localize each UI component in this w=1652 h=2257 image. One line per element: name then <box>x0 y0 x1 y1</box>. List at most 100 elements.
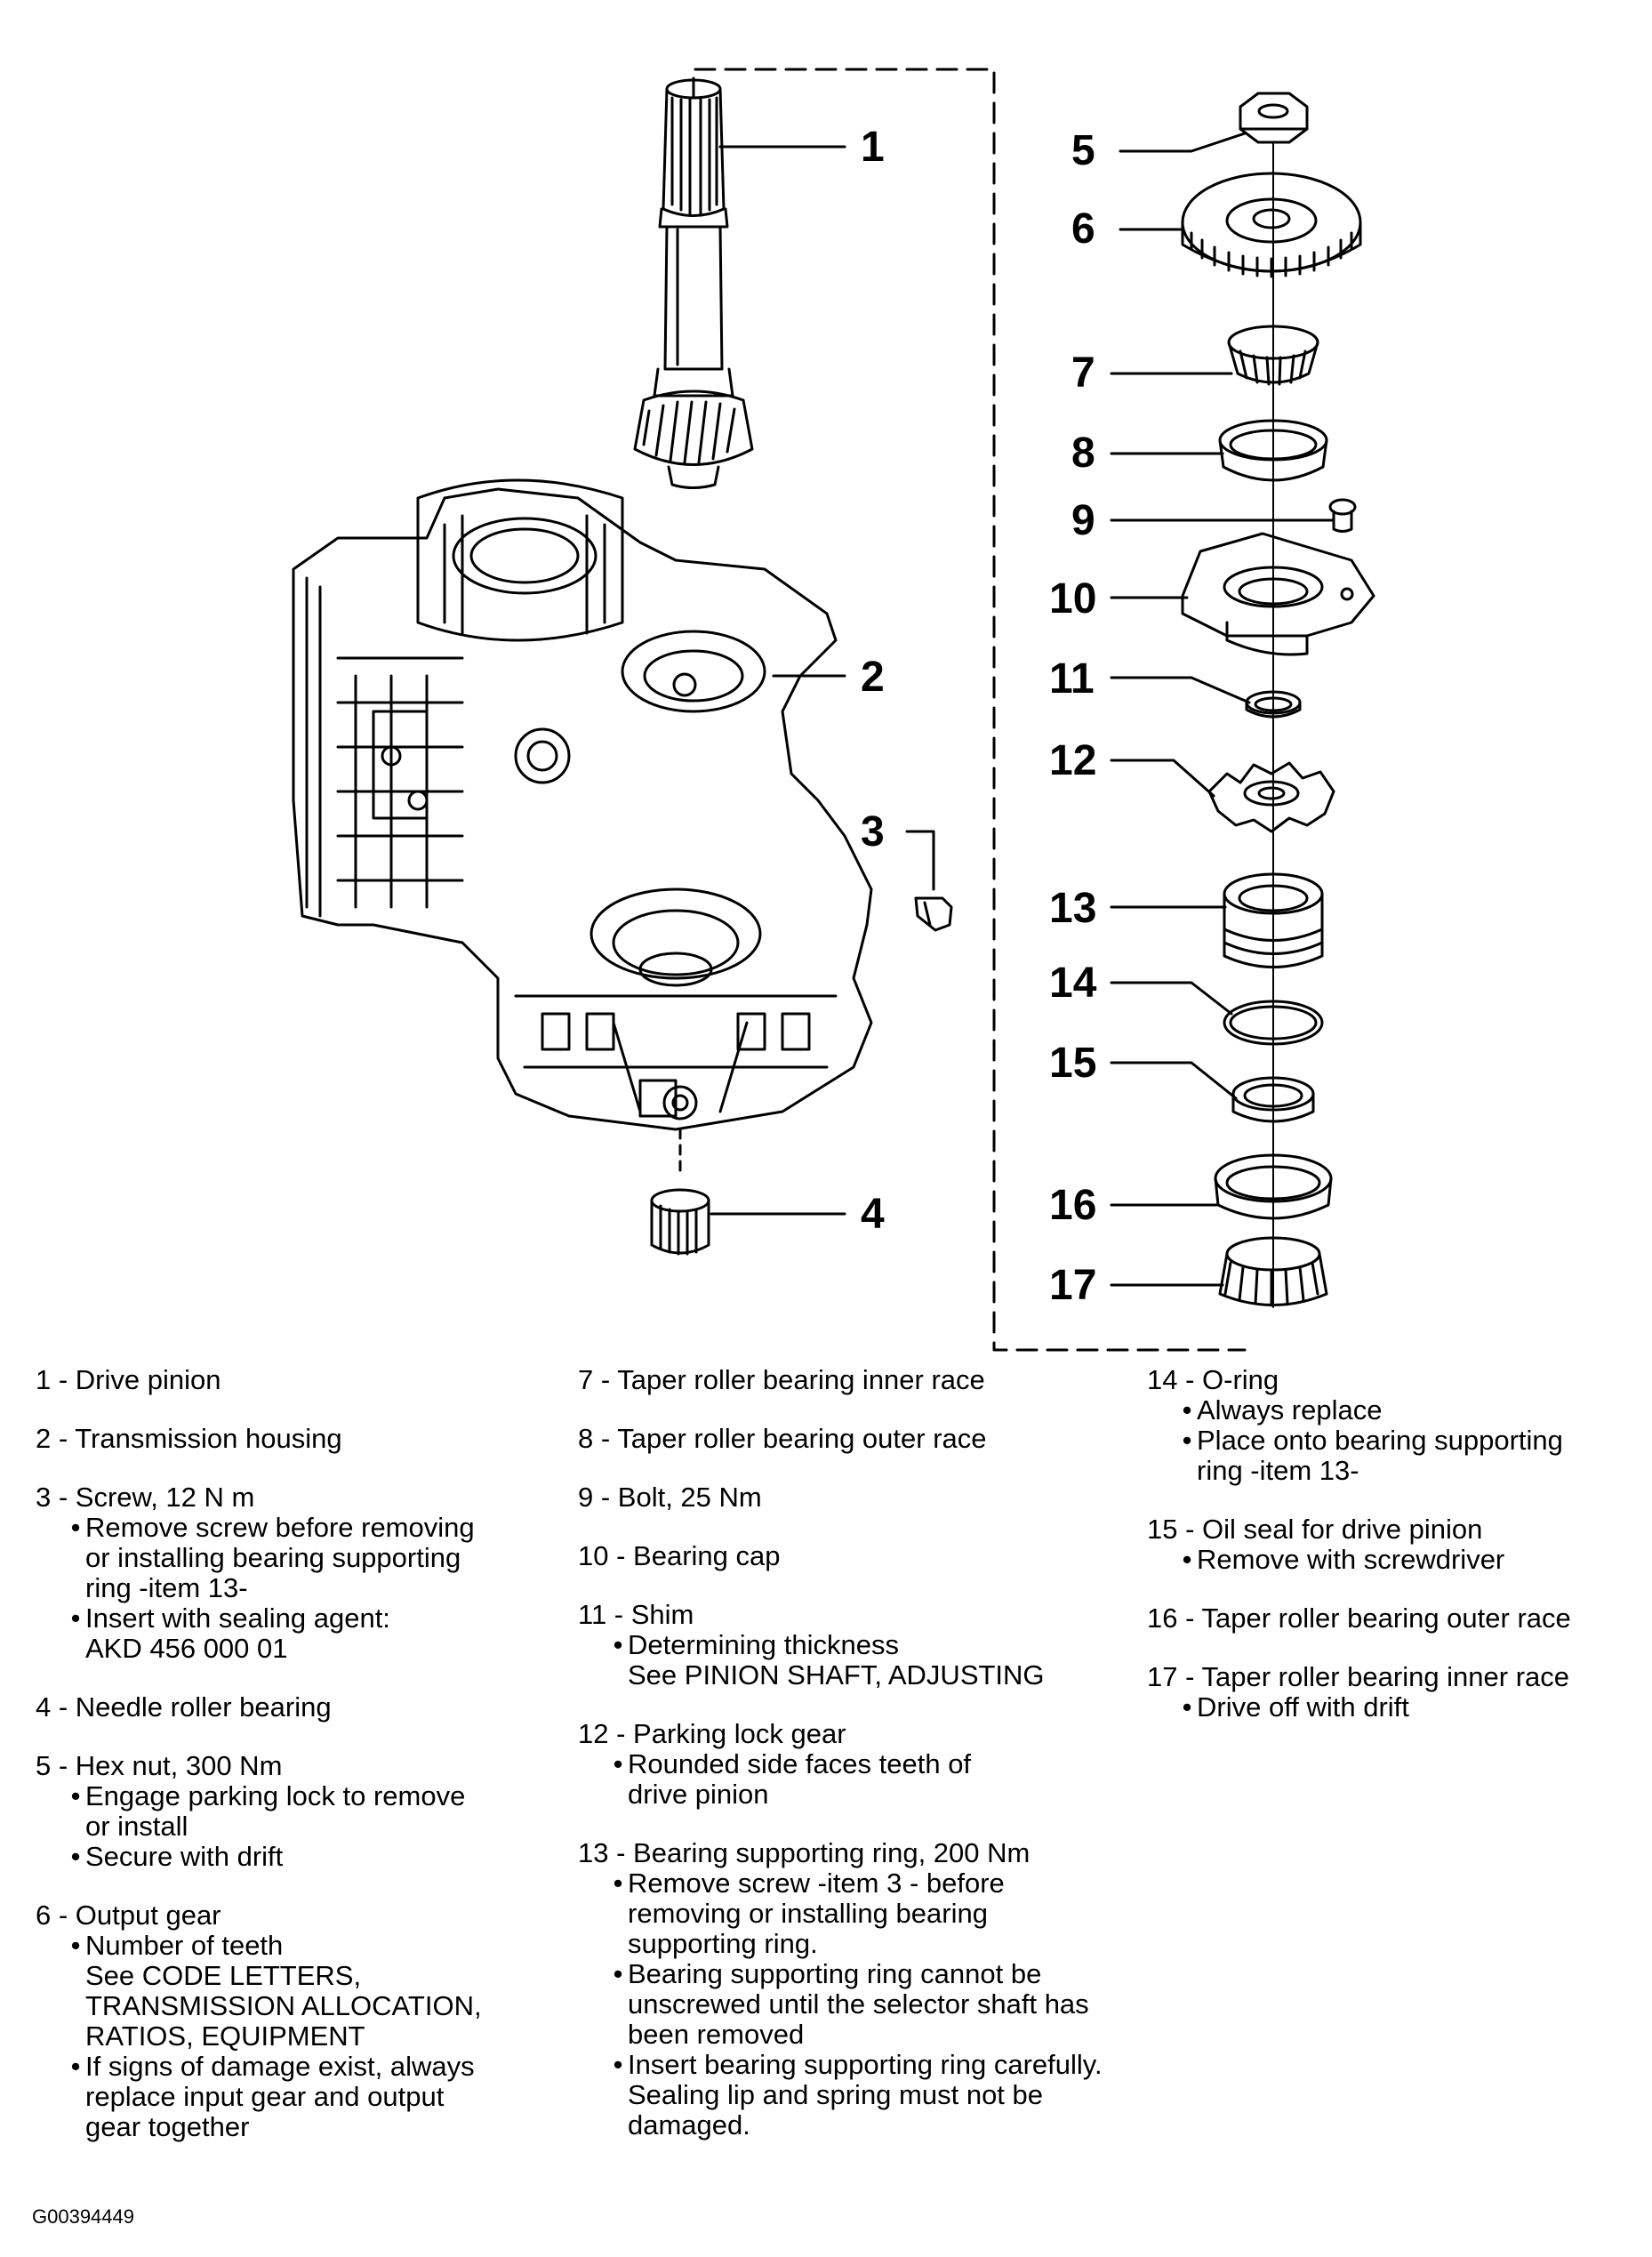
callout-10: 10 <box>1049 575 1097 622</box>
legend-item: 7 - Taper roller bearing inner race <box>578 1365 1103 1395</box>
legend-item-note: •Bearing supporting ring cannot be <box>613 1959 1103 1989</box>
legend-item-title: 17 - Taper roller bearing inner race <box>1147 1661 1570 1692</box>
legend-item-title: 11 - Shim <box>578 1599 694 1630</box>
legend-item: 10 - Bearing cap <box>578 1541 1103 1571</box>
legend-note-text: Remove screw before removing <box>85 1512 475 1543</box>
legend-item-title: 6 - Output gear <box>36 1900 221 1931</box>
bullet-icon: • <box>613 1867 623 1899</box>
legend-item: 17 - Taper roller bearing inner race•Dri… <box>1147 1662 1571 1723</box>
callout-4: 4 <box>861 1191 885 1238</box>
legend-item-note: drive pinion <box>628 1779 1103 1810</box>
callout-13: 13 <box>1049 885 1097 932</box>
bearing-cap-part <box>1181 532 1375 656</box>
legend-item-note: unscrewed until the selector shaft has <box>628 1989 1103 2020</box>
legend-item-note: removing or installing bearing <box>628 1899 1103 1929</box>
legend-item-title: 4 - Needle roller bearing <box>36 1691 332 1723</box>
legend-note-text: See PINION SHAFT, ADJUSTING <box>628 1659 1045 1691</box>
parking-lock-gear-part <box>1207 761 1335 833</box>
bullet-icon: • <box>1182 1394 1192 1426</box>
legend-item-note: damaged. <box>628 2110 1103 2141</box>
legend-item: 16 - Taper roller bearing outer race <box>1147 1603 1571 1634</box>
legend-item-title: 9 - Bolt, 25 Nm <box>578 1482 762 1513</box>
legend-item-title: 14 - O-ring <box>1147 1364 1279 1395</box>
assembly-dashed-line <box>692 68 1247 1352</box>
legend-item-title: 3 - Screw, 12 N m <box>36 1482 255 1513</box>
legend-item-note: See PINION SHAFT, ADJUSTING <box>628 1660 1103 1691</box>
legend-note-text: If signs of damage exist, always <box>85 2051 475 2082</box>
legend-item: 8 - Taper roller bearing outer race <box>578 1424 1103 1454</box>
legend-item: 9 - Bolt, 25 Nm <box>578 1482 1103 1513</box>
legend-note-text: See CODE LETTERS, <box>85 1960 362 1991</box>
figure-id: G00394449 <box>32 2205 134 2228</box>
legend-note-text: Remove screw -item 3 - before <box>628 1867 1005 1899</box>
legend-item-note: •Engage parking lock to remove <box>71 1781 482 1811</box>
callout-6: 6 <box>1071 205 1095 253</box>
legend-note-text: AKD 456 000 01 <box>85 1633 288 1664</box>
legend-note-text: ring -item 13- <box>1197 1455 1359 1486</box>
legend-item-title: 13 - Bearing supporting ring, 200 Nm <box>578 1837 1030 1868</box>
legend-note-text: Sealing lip and spring must not be <box>628 2079 1044 2110</box>
legend-item-title: 5 - Hex nut, 300 Nm <box>36 1750 283 1781</box>
legend-column-3: 14 - O-ring•Always replace•Place onto be… <box>1147 1365 1571 1751</box>
legend-item-title: 7 - Taper roller bearing inner race <box>578 1364 985 1395</box>
legend-note-text: Drive off with drift <box>1197 1691 1409 1723</box>
legend-item-note: •Number of teeth <box>71 1931 482 1961</box>
legend-note-text: removing or installing bearing <box>628 1898 988 1929</box>
legend-item-title: 8 - Taper roller bearing outer race <box>578 1423 987 1454</box>
bullet-icon: • <box>613 1958 623 1989</box>
legend-item-note: •Place onto bearing supporting <box>1183 1425 1571 1456</box>
legend-item-note: ring -item 13- <box>1197 1456 1571 1486</box>
legend-item-note: ring -item 13- <box>85 1573 482 1603</box>
legend-note-text: Rounded side faces teeth of <box>628 1748 972 1779</box>
callout-7: 7 <box>1071 349 1095 397</box>
legend-note-text: Remove with screwdriver <box>1197 1544 1505 1575</box>
legend-item-note: supporting ring. <box>628 1929 1103 1959</box>
bullet-icon: • <box>1182 1691 1192 1723</box>
legend-item-note: •Rounded side faces teeth of <box>613 1748 1103 1779</box>
drive-pinion-part <box>633 78 754 489</box>
callout-9: 9 <box>1071 497 1095 544</box>
bullet-icon: • <box>70 1602 81 1634</box>
callout-11: 11 <box>1049 655 1095 703</box>
legend-note-text: drive pinion <box>628 1779 769 1810</box>
legend-item-note: •Insert with sealing agent: <box>71 1603 482 1634</box>
exploded-view-diagram <box>292 68 1375 1352</box>
legend-note-text: replace input gear and output <box>85 2081 445 2112</box>
bullet-icon: • <box>70 1841 81 1872</box>
legend-item-note: •Remove screw -item 3 - before <box>613 1867 1103 1899</box>
legend-item-note: •Determining thickness <box>613 1629 1103 1660</box>
hex-nut-part <box>1239 92 1309 144</box>
bolt-part <box>1328 498 1357 533</box>
legend-note-text: or install <box>85 1811 188 1842</box>
legend-item: 15 - Oil seal for drive pinion•Remove wi… <box>1147 1514 1571 1575</box>
output-gear-part <box>1181 172 1362 278</box>
legend-item-note: •Insert bearing supporting ring carefull… <box>613 2050 1103 2080</box>
needle-roller-bearing-part <box>650 1188 710 1256</box>
legend-note-text: gear together <box>85 2111 250 2142</box>
transmission-housing-part <box>292 478 873 1131</box>
legend-item-title: 1 - Drive pinion <box>36 1364 221 1395</box>
legend-note-text: or installing bearing supporting <box>85 1542 461 1573</box>
bullet-icon: • <box>613 1629 623 1660</box>
callout-2: 2 <box>861 654 885 701</box>
legend-note-text: TRANSMISSION ALLOCATION, <box>85 1990 482 2021</box>
bullet-icon: • <box>613 1748 623 1779</box>
screw-part <box>914 896 953 932</box>
legend-item-note: •Secure with drift <box>71 1842 482 1872</box>
legend-item-note: replace input gear and output <box>85 2082 482 2112</box>
callout-14: 14 <box>1049 960 1097 1007</box>
legend-note-text: Place onto bearing supporting <box>1197 1425 1563 1456</box>
legend-note-text: supporting ring. <box>628 1928 818 1959</box>
legend-note-text: Determining thickness <box>628 1629 899 1660</box>
legend-item-note: been removed <box>628 2020 1103 2050</box>
legend-note-text: ring -item 13- <box>85 1572 248 1603</box>
callout-1: 1 <box>861 124 885 171</box>
legend-note-text: damaged. <box>628 2109 750 2141</box>
legend-note-text: unscrewed until the selector shaft has <box>628 1988 1089 2020</box>
legend-item-note: •Remove with screwdriver <box>1183 1544 1571 1575</box>
legend-item-title: 10 - Bearing cap <box>578 1540 781 1571</box>
legend-item-note: •Always replace <box>1183 1395 1571 1426</box>
legend-note-text: been removed <box>628 2019 805 2050</box>
legend-column-2: 7 - Taper roller bearing inner race 8 - T… <box>578 1365 1103 2169</box>
